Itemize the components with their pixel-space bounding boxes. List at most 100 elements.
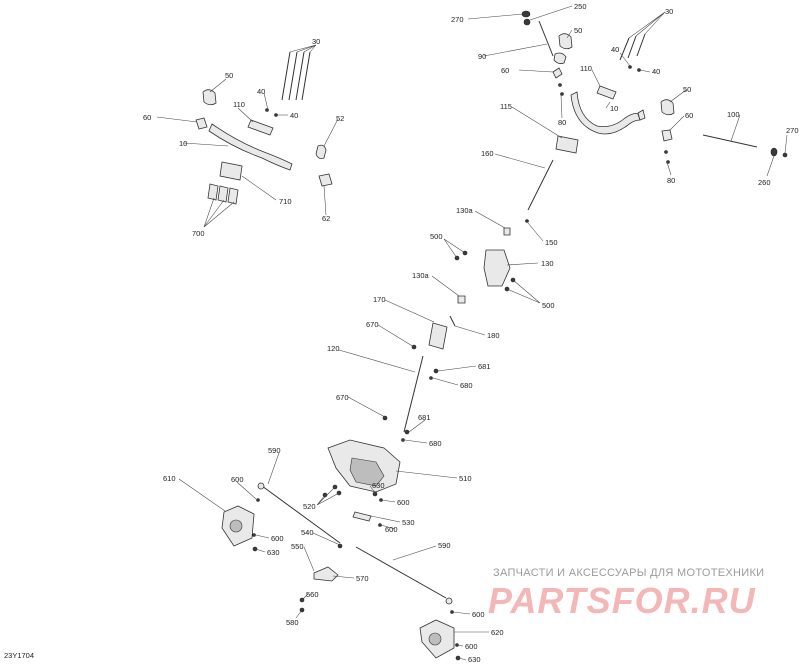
callout-40: 40 (257, 87, 265, 96)
clamp-60-right (661, 129, 673, 142)
callout-630: 630 (372, 481, 385, 490)
callout-630: 630 (267, 548, 280, 557)
handlebar-10-left (208, 123, 293, 171)
screw-80c (664, 150, 668, 154)
callout-10: 10 (179, 139, 187, 148)
callout-590: 590 (268, 446, 281, 455)
clamp-50-right (660, 99, 675, 116)
bolts-30-left (281, 51, 311, 101)
support-130 (483, 249, 511, 287)
callout-681: 681 (478, 362, 491, 371)
callout-60: 60 (143, 113, 151, 122)
callout-530: 530 (402, 518, 415, 527)
callout-560: 560 (306, 590, 319, 599)
knuckle-620-hub (428, 632, 442, 646)
tie-rod-590-left (261, 485, 341, 544)
shaft-120 (403, 355, 424, 433)
bushing-130a-bottom (457, 295, 466, 304)
callout-570: 570 (356, 574, 369, 583)
tie-rod-end-right (445, 597, 453, 605)
callout-630: 630 (468, 655, 481, 664)
callout-620: 620 (491, 628, 504, 637)
nut-270 (521, 10, 531, 18)
callout-550: 550 (291, 542, 304, 551)
nut-260 (770, 147, 778, 157)
knuckle-610-hub (229, 519, 243, 533)
washer-40c (265, 108, 269, 112)
washer-150 (525, 219, 529, 223)
leader-lines (156, 5, 788, 661)
washer-40a (628, 65, 632, 69)
bolt-180 (449, 315, 456, 327)
callout-40: 40 (652, 67, 660, 76)
grip-110-left (247, 119, 274, 136)
callout-150: 150 (545, 238, 558, 247)
bushing-130a-top (503, 227, 511, 236)
steering-gear-group (322, 439, 401, 527)
callout-250: 250 (574, 2, 587, 11)
diagram-code: 23Y1704 (4, 651, 35, 660)
tie-rod-group (221, 482, 461, 661)
callout-40: 40 (290, 111, 298, 120)
callout-120: 120 (327, 344, 340, 353)
callout-90: 90 (478, 52, 486, 61)
handlebar-10 (570, 91, 641, 135)
stem-160 (527, 159, 554, 211)
clamp-52 (315, 144, 327, 159)
washer-600d (252, 533, 256, 537)
callout-540: 540 (301, 528, 314, 537)
callout-580: 580 (286, 618, 299, 627)
bolts-30-right (619, 33, 646, 61)
clamp-50-top (558, 33, 573, 50)
callout-670: 670 (336, 393, 349, 402)
cap-250 (523, 18, 531, 26)
callout-600: 600 (397, 498, 410, 507)
nut-630a (372, 491, 378, 497)
callout-60: 60 (501, 66, 509, 75)
tie-rod-end-left (257, 482, 265, 490)
rod-90 (538, 20, 554, 57)
callout-270: 270 (786, 126, 799, 135)
callout-600: 600 (472, 610, 485, 619)
clamp-50-left (202, 89, 217, 106)
tie-rod-590-right (355, 546, 447, 599)
callout-80: 80 (558, 118, 566, 127)
callout-10: 10 (610, 104, 618, 113)
callout-710: 710 (279, 197, 292, 206)
washer-680a (429, 376, 433, 380)
callout-50: 50 (683, 85, 691, 94)
grip-110 (596, 85, 617, 100)
callout-50: 50 (225, 71, 233, 80)
callout-700: 700 (192, 229, 205, 238)
callout-115: 115 (500, 102, 512, 111)
callout-130a: 130a (412, 271, 430, 280)
bolt-540 (337, 543, 343, 549)
callout-170: 170 (373, 295, 386, 304)
bar-end (637, 109, 646, 121)
callout-670: 670 (366, 320, 379, 329)
callout-270: 270 (451, 15, 464, 24)
watermark-logo: PARTSFOR.RU (488, 580, 756, 621)
screw-80b (560, 92, 564, 96)
callout-500: 500 (430, 232, 443, 241)
callout-100: 100 (727, 110, 740, 119)
callout-130: 130 (541, 259, 554, 268)
callout-62: 62 (322, 214, 330, 223)
right-handlebar-group (521, 10, 788, 164)
callout-80: 80 (667, 176, 675, 185)
callout-600: 600 (465, 642, 478, 651)
callout-260: 260 (758, 178, 771, 187)
callout-600: 600 (385, 525, 398, 534)
callout-110: 110 (580, 64, 592, 73)
bracket-60 (552, 67, 563, 79)
callout-160: 160 (481, 149, 494, 158)
block-710 (219, 161, 243, 181)
callout-30: 30 (312, 37, 320, 46)
washer-680b (401, 438, 405, 442)
nut-681b (404, 429, 410, 435)
screw-80d (666, 160, 670, 164)
clamp-60-left (195, 117, 208, 130)
callout-500: 500 (542, 301, 555, 310)
bracket-570 (313, 566, 339, 582)
